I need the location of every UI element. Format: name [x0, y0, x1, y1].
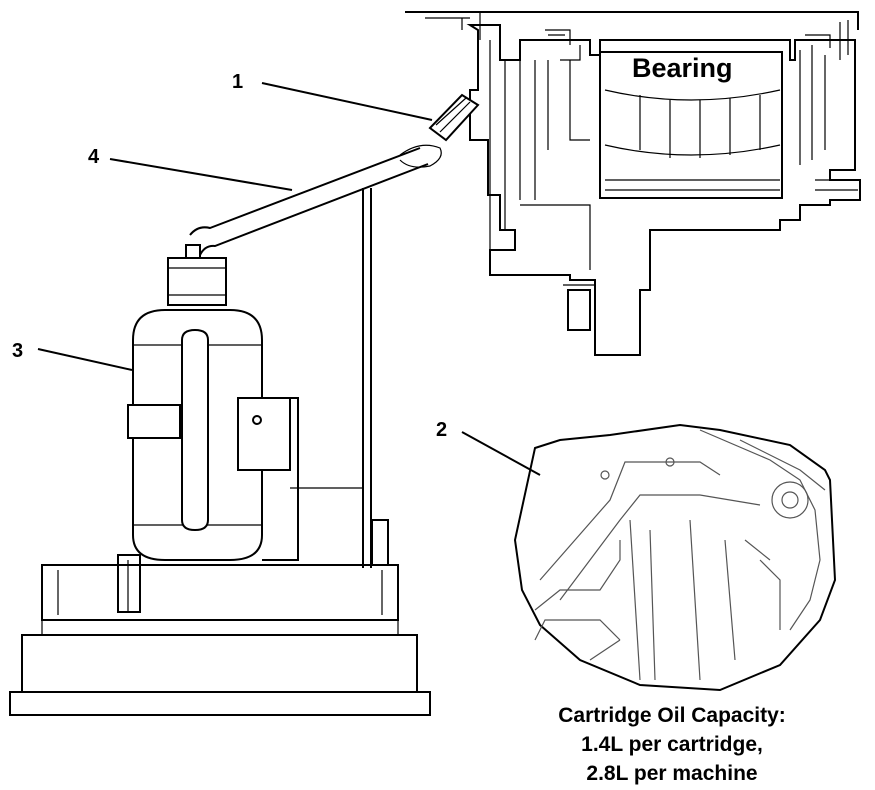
oil-cartridge-bottle — [127, 257, 299, 561]
base-stand — [9, 519, 431, 716]
caption-line-3: 2.8L per machine — [586, 762, 757, 785]
caption-line-2: 1.4L per cartridge, — [581, 733, 763, 756]
callout-3: 3 — [12, 340, 23, 362]
bearing-label: Bearing — [632, 53, 733, 83]
oil-hose — [185, 93, 480, 261]
callout-4: 4 — [88, 146, 100, 168]
detail-inset — [513, 423, 837, 692]
support-rod — [362, 188, 372, 568]
caption-line-1: Cartridge Oil Capacity: — [558, 704, 786, 727]
bearing-housing — [405, 11, 861, 356]
callout-2: 2 — [436, 419, 447, 441]
callout-1: 1 — [232, 71, 243, 93]
leader-lines — [37, 82, 541, 476]
